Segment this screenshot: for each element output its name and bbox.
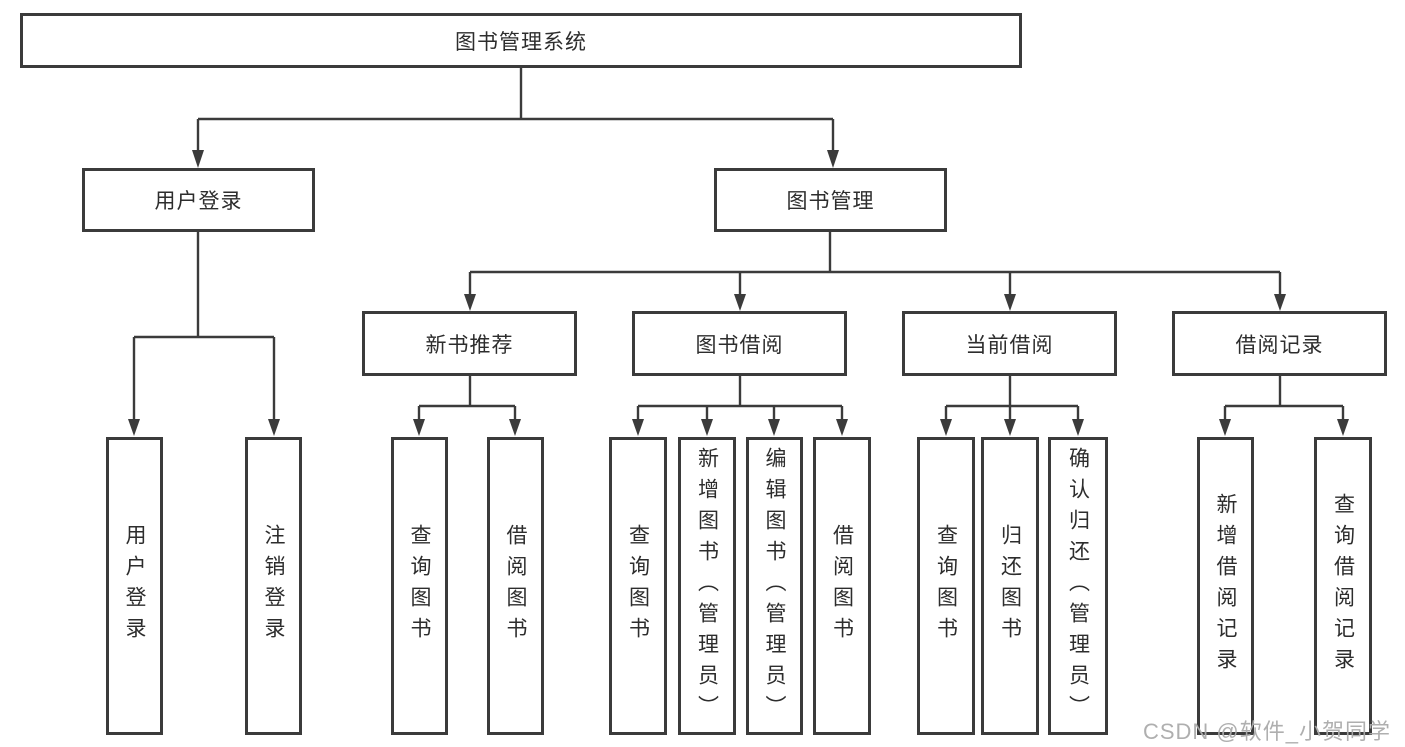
node-borrow-records: 借阅记录	[1172, 311, 1387, 376]
leaf-borrow-books-label: 借阅图书	[830, 524, 854, 648]
leaf-confirm-return-admin: 确认归还（管理员）	[1048, 437, 1108, 735]
leaf-query-borrow-record: 查询借阅记录	[1314, 437, 1372, 735]
node-book-borrowing-label: 图书借阅	[695, 333, 784, 357]
node-root-system: 图书管理系统	[20, 13, 1022, 68]
leaf-return-books: 归还图书	[981, 437, 1039, 735]
leaf-query-borrow-record-label: 查询借阅记录	[1331, 493, 1355, 679]
leaf-return-books-label: 归还图书	[998, 524, 1022, 648]
leaf-add-borrow-record: 新增借阅记录	[1197, 437, 1254, 735]
leaf-logout: 注销登录	[245, 437, 302, 735]
leaf-logout-label: 注销登录	[262, 524, 285, 648]
leaf-borrow-books: 借阅图书	[813, 437, 871, 735]
node-borrow-records-label: 借阅记录	[1235, 333, 1324, 357]
node-root-label: 图书管理系统	[455, 30, 587, 54]
node-book-management: 图书管理	[714, 168, 947, 232]
leaf-add-borrow-record-label: 新增借阅记录	[1214, 493, 1237, 679]
leaf-add-books-admin: 新增图书（管理员）	[678, 437, 736, 735]
leaf-borrow-books-recommend: 借阅图书	[487, 437, 544, 735]
node-user-login-label: 用户登录	[154, 190, 243, 213]
leaf-query-books-borrow-label: 查询图书	[626, 524, 650, 648]
leaf-query-books-current-label: 查询图书	[934, 524, 958, 648]
node-new-book-recommend: 新书推荐	[362, 311, 577, 376]
leaf-edit-books-admin: 编辑图书（管理员）	[746, 437, 803, 735]
leaf-query-books-borrow: 查询图书	[609, 437, 667, 735]
node-book-management-label: 图书管理	[786, 190, 875, 213]
leaf-add-books-admin-label: 新增图书（管理员）	[695, 446, 719, 726]
node-current-borrowing: 当前借阅	[902, 311, 1117, 376]
node-new-book-recommend-label: 新书推荐	[425, 333, 514, 357]
leaf-borrow-books-recommend-label: 借阅图书	[504, 524, 527, 648]
leaf-edit-books-admin-label: 编辑图书（管理员）	[763, 446, 786, 726]
csdn-watermark: CSDN @软件_小贺同学	[1142, 719, 1391, 744]
node-book-borrowing: 图书借阅	[632, 311, 847, 376]
leaf-user-login-label: 用户登录	[123, 524, 146, 648]
node-current-borrowing-label: 当前借阅	[965, 333, 1054, 357]
node-user-login: 用户登录	[82, 168, 315, 232]
leaf-user-login: 用户登录	[106, 437, 163, 735]
leaf-query-books-current: 查询图书	[917, 437, 975, 735]
leaf-query-books-recommend: 查询图书	[391, 437, 448, 735]
leaf-confirm-return-admin-label: 确认归还（管理员）	[1066, 446, 1090, 726]
leaf-query-books-recommend-label: 查询图书	[408, 524, 431, 648]
